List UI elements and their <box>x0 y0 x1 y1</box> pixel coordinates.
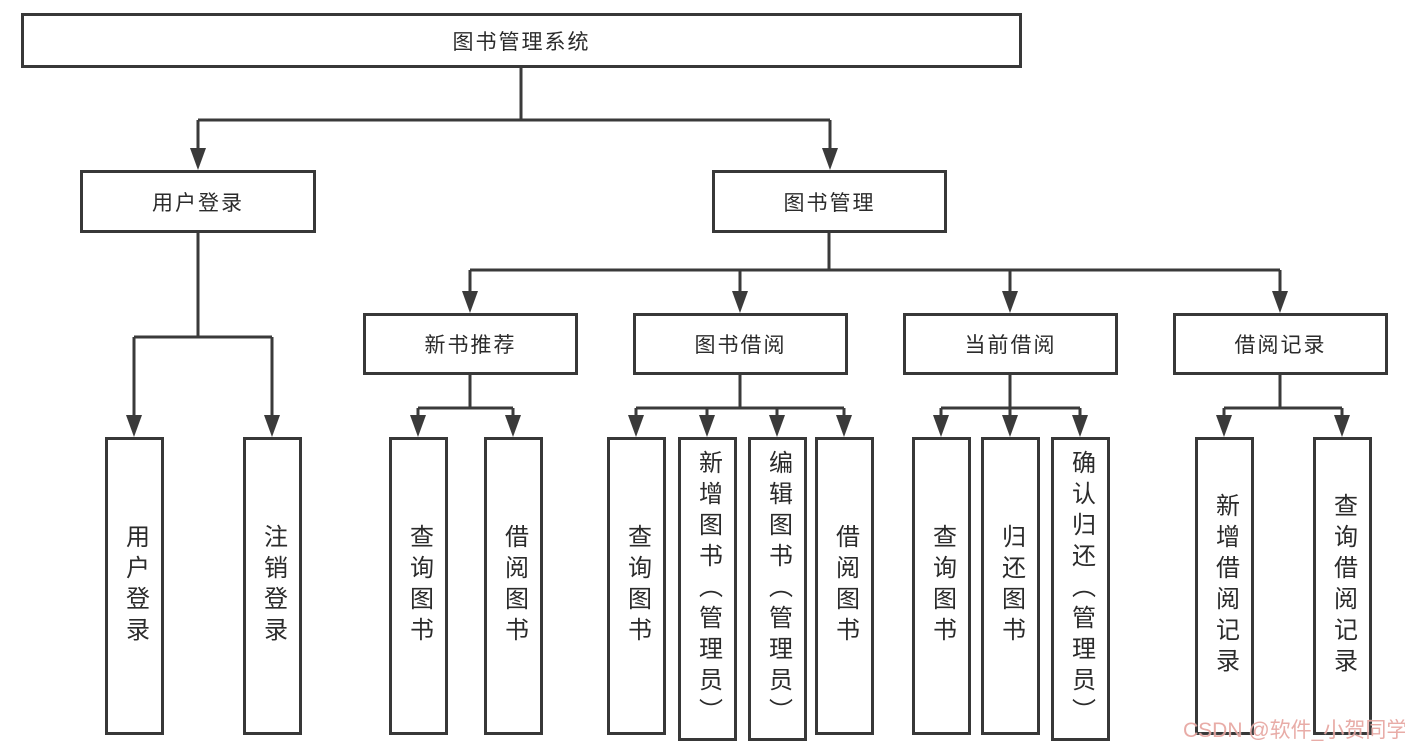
node-library-system: 图书管理系统 <box>21 13 1022 68</box>
node-book-management: 图书管理 <box>712 170 947 233</box>
connector-current-to-leaves <box>933 375 1088 437</box>
connector-borrow-to-leaves <box>628 375 852 437</box>
leaf-current-query-books: 查询图书 <box>912 437 971 735</box>
leaf-records-query-record: 查询借阅记录 <box>1313 437 1372 735</box>
node-user-login: 用户登录 <box>80 170 316 233</box>
leaf-recommend-query-books: 查询图书 <box>389 437 448 735</box>
node-book-borrow: 图书借阅 <box>633 313 848 375</box>
leaf-logout: 注销登录 <box>243 437 302 735</box>
leaf-borrow-query-books: 查询图书 <box>607 437 666 735</box>
leaf-current-confirm-return-admin: 确认归还（管理员） <box>1051 437 1110 741</box>
connector-login-to-leaves <box>126 233 280 437</box>
connector-recommend-to-leaves <box>410 375 521 437</box>
leaf-user-login: 用户登录 <box>105 437 164 735</box>
node-current-borrow: 当前借阅 <box>903 313 1118 375</box>
leaf-borrow-edit-books-admin: 编辑图书（管理员） <box>748 437 807 741</box>
connector-root-to-level2 <box>190 68 838 170</box>
node-new-book-recommend: 新书推荐 <box>363 313 578 375</box>
node-borrow-records: 借阅记录 <box>1173 313 1388 375</box>
leaf-borrow-borrow-books: 借阅图书 <box>815 437 874 735</box>
connector-mgmt-to-level3 <box>462 233 1288 313</box>
watermark: CSDN @软件_小贺同学 <box>1183 719 1405 742</box>
leaf-current-return-books: 归还图书 <box>981 437 1040 735</box>
leaf-borrow-add-books-admin: 新增图书（管理员） <box>678 437 737 741</box>
leaf-recommend-borrow-books: 借阅图书 <box>484 437 543 735</box>
connector-records-to-leaves <box>1216 375 1350 437</box>
leaf-records-add-record: 新增借阅记录 <box>1195 437 1254 735</box>
